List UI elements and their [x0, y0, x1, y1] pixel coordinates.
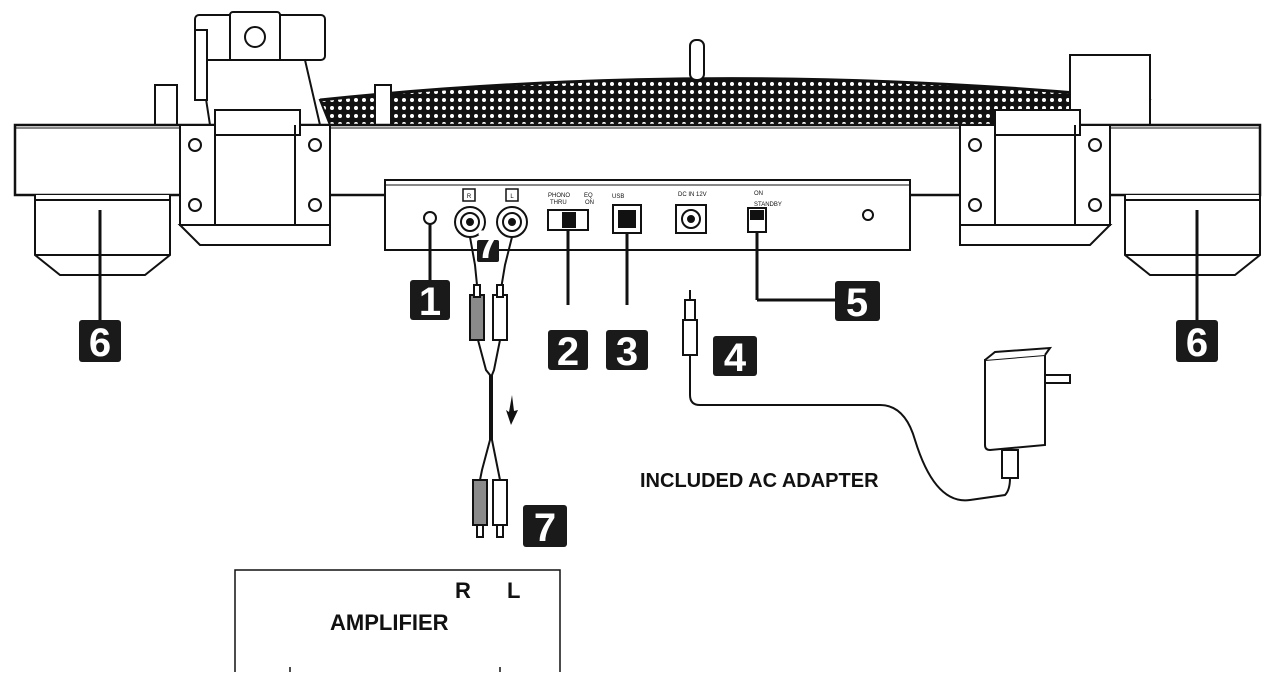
callout-5: 5 — [835, 281, 880, 325]
rca-jack-l[interactable] — [496, 206, 528, 238]
ac-adapter — [984, 346, 1071, 479]
rca-plug-top-red — [469, 284, 485, 341]
jack-r-label: R — [467, 194, 472, 200]
rca-plug-top-white — [492, 284, 508, 341]
svg-text:3: 3 — [616, 330, 638, 374]
svg-text:2: 2 — [557, 330, 579, 374]
callout-4: 4 — [713, 336, 757, 380]
amplifier-l-label: L — [507, 578, 520, 603]
jack-l-label: L — [510, 194, 514, 200]
down-arrow-icon — [506, 395, 518, 425]
phono-eq-switch[interactable] — [547, 209, 589, 231]
rca-plug-bottom-white — [492, 479, 508, 538]
callout-7-small: 7 — [477, 223, 499, 267]
svg-text:4: 4 — [724, 336, 747, 380]
amplifier-r-label: R — [455, 578, 471, 603]
tonearm — [154, 11, 326, 126]
thru-label: THRU — [550, 200, 567, 206]
power-switch[interactable] — [747, 207, 767, 233]
amplifier — [234, 569, 561, 672]
phono-label: PHONO — [548, 193, 570, 199]
usb-port[interactable] — [612, 204, 642, 234]
foot-right — [1124, 195, 1261, 276]
callout-7-large: 7 — [523, 505, 567, 550]
hinge-left — [177, 109, 331, 246]
amplifier-title: AMPLIFIER — [330, 610, 449, 635]
rca-jack-r[interactable] — [454, 206, 486, 238]
rca-cable — [469, 236, 513, 481]
dc-plug — [682, 299, 698, 356]
callout-6-left: 6 — [79, 320, 121, 365]
leader-lines — [98, 210, 1199, 320]
svg-text:6: 6 — [89, 321, 111, 365]
callout-6-right: 6 — [1176, 320, 1218, 365]
eq-label: EQ — [584, 193, 593, 199]
eq-on-label: ON — [585, 200, 594, 206]
ground-terminal[interactable] — [423, 211, 437, 225]
callout-1: 1 — [410, 280, 450, 324]
svg-text:5: 5 — [846, 281, 868, 325]
power-on-label: ON — [754, 191, 763, 197]
svg-text:6: 6 — [1186, 321, 1208, 365]
callout-2: 2 — [548, 330, 588, 374]
dc-in-jack[interactable] — [675, 204, 707, 234]
foot-left — [34, 195, 171, 276]
svg-text:1: 1 — [419, 280, 441, 324]
callout-3: 3 — [606, 330, 648, 374]
svg-text:7: 7 — [534, 506, 556, 550]
dc-cable — [689, 290, 1011, 502]
dc-in-label: DC IN 12V — [678, 192, 707, 198]
usb-label: USB — [612, 194, 624, 200]
hinge-right — [959, 109, 1113, 246]
svg-text:7: 7 — [477, 223, 499, 267]
power-standby-label: STANDBY — [754, 202, 782, 208]
adapter-label: INCLUDED AC ADAPTER — [640, 470, 879, 492]
rca-plug-bottom-red — [472, 479, 488, 538]
panel-screw — [862, 209, 874, 221]
